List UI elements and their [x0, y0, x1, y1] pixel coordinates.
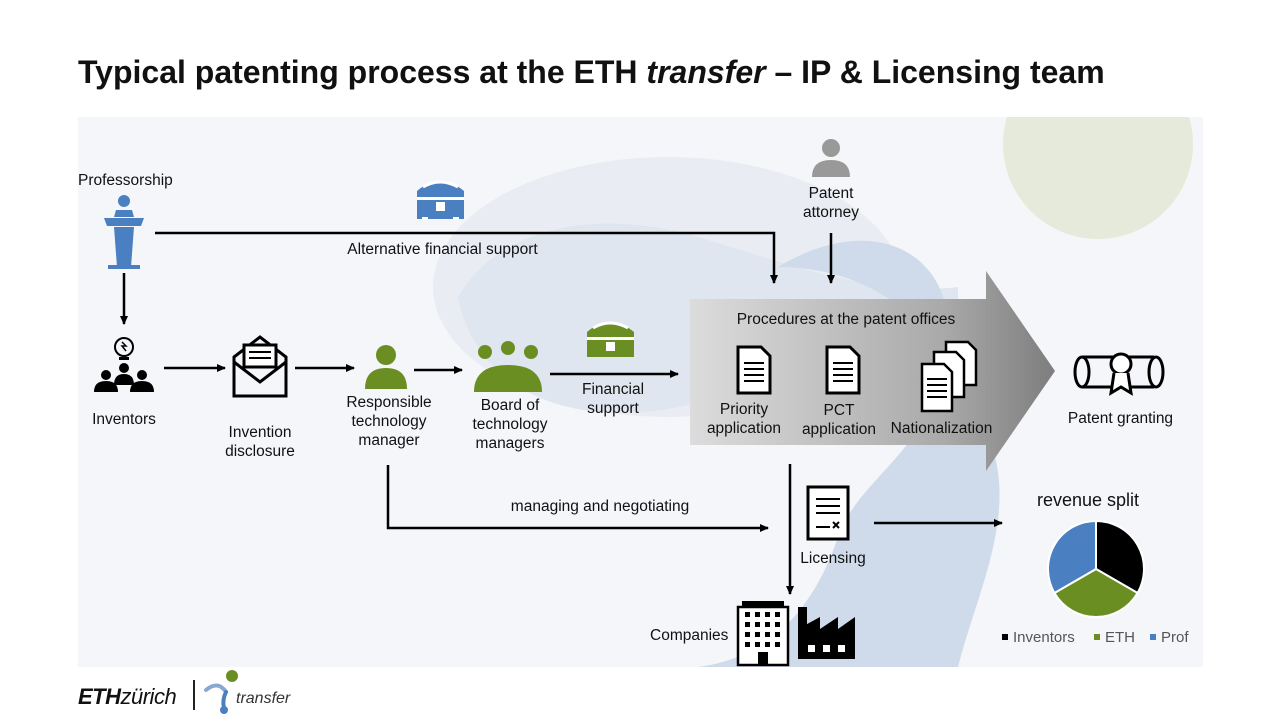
- licensing-label: Licensing: [800, 550, 866, 567]
- page-title: Typical patenting process at the ETH tra…: [78, 54, 1105, 90]
- diagram-panel: Professorship Alternative financial supp…: [78, 117, 1203, 667]
- revenue-split-title: revenue split: [1036, 490, 1140, 510]
- process-flow: [94, 139, 1165, 667]
- legend-swatch: [1002, 634, 1008, 640]
- inventors-icon: [94, 337, 154, 392]
- managing-negotiating-label: managing and negotiating: [510, 498, 690, 515]
- professorship-label: Professorship: [78, 172, 173, 189]
- transfer-logo-icon: [204, 670, 238, 714]
- procedures-label: Procedures at the patent offices: [736, 311, 956, 328]
- legend-item-prof: Prof: [1150, 629, 1189, 646]
- contract-icon: [806, 485, 850, 541]
- decor-circle: [1003, 117, 1193, 239]
- legend-item-eth: ETH: [1094, 629, 1135, 646]
- legend-swatch: [1150, 634, 1156, 640]
- legend-swatch: [1094, 634, 1100, 640]
- legend-item-inventors: Inventors: [1002, 629, 1075, 646]
- inventors-label: Inventors: [92, 411, 156, 428]
- patent-granting-label: Patent granting: [1067, 410, 1174, 427]
- logo-divider: [193, 680, 195, 710]
- attorney-icon: [812, 139, 850, 177]
- arrow-alternative-support: [155, 231, 778, 284]
- manager-icon: [365, 345, 407, 389]
- patent-office-arrow: [690, 271, 1055, 471]
- arrow-managing-negotiating: [386, 465, 769, 532]
- treasure-chest-icon: [587, 321, 634, 357]
- lectern-icon: [104, 195, 144, 269]
- footer-logos: ETHzürich transfer: [78, 670, 338, 716]
- document-icon: [736, 345, 772, 395]
- certificate-icon: [1073, 352, 1165, 396]
- transfer-logo-text: transfer: [236, 690, 291, 707]
- treasure-chest-icon: [417, 180, 464, 220]
- nationalization-label: Nationalization: [890, 420, 993, 437]
- decor-blob: [698, 240, 1000, 667]
- document-icon: [825, 345, 861, 395]
- factory-icon: [798, 607, 855, 659]
- eth-zurich-logo: ETHzürich: [78, 684, 177, 709]
- stacked-documents-icon: [920, 340, 978, 413]
- alternative-support-label: Alternative financial support: [347, 241, 538, 258]
- board-icon: [474, 341, 542, 392]
- companies-label: Companies: [650, 627, 729, 644]
- office-building-icon: [736, 601, 790, 667]
- pie-slice-prof: [1047, 519, 1097, 595]
- revenue-split-pie: [1047, 519, 1145, 618]
- envelope-icon: [232, 335, 288, 398]
